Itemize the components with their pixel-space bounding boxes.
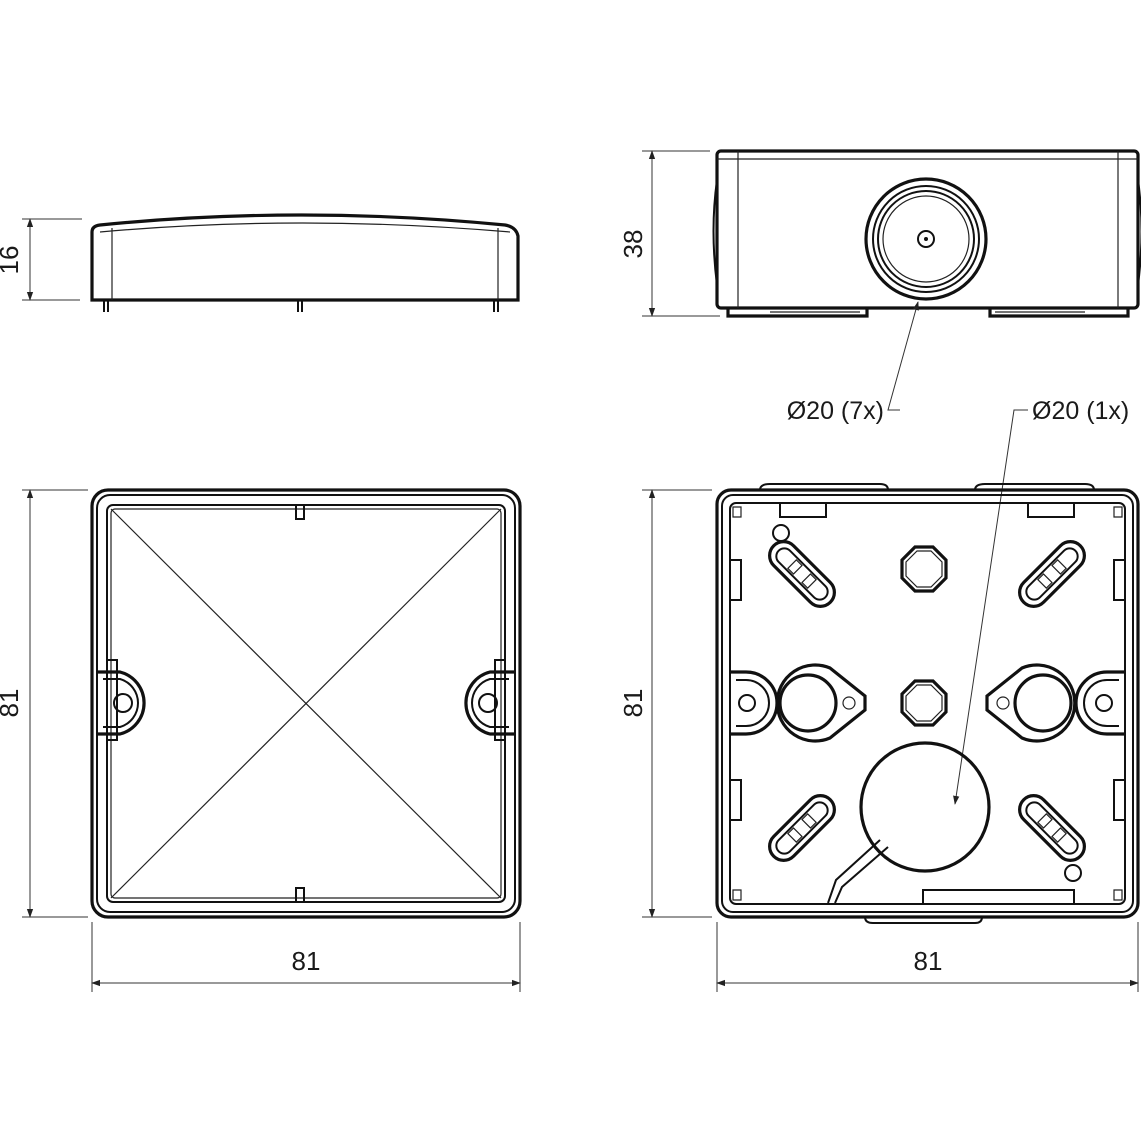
pin-hole-bottom-right (1064, 864, 1082, 882)
box-height-dimension: 38 (618, 150, 720, 317)
lid-depth-dimension: 81 (0, 489, 88, 918)
mounting-hole-left (775, 663, 867, 743)
lid-screw-boss-left (97, 670, 146, 736)
octagon-knockout-center (900, 679, 948, 727)
lid-height-label: 16 (0, 246, 24, 275)
pin-hole-top-left (772, 524, 790, 542)
box-width-label: 81 (914, 946, 943, 976)
mounting-hole-right (985, 663, 1077, 743)
box-height-label: 38 (618, 230, 648, 259)
box-width-dimension: 81 (716, 922, 1139, 992)
box-side-view (712, 149, 1141, 318)
lid-width-label: 81 (292, 946, 321, 976)
octagon-knockout-top (900, 545, 948, 593)
box-screw-boss-right (1074, 670, 1125, 736)
bottom-entry-knockout (827, 741, 991, 904)
knockout-side-entry (864, 177, 988, 301)
lid-top-view (90, 488, 522, 919)
box-screw-boss-left (730, 670, 779, 736)
cable-slot-top-right (1018, 540, 1086, 608)
box-depth-dimension: 81 (618, 489, 712, 918)
box-top-view (715, 483, 1140, 924)
callout-bottom-entry: Ø20 (1x) (953, 397, 1129, 805)
callout-side-entries: Ø20 (7x) (787, 301, 919, 425)
callout-bottom-entry-label: Ø20 (1x) (1032, 397, 1129, 425)
lid-height-dimension: 16 (0, 218, 82, 301)
lid-screw-boss-right (464, 670, 515, 736)
cable-slot-top-left (768, 540, 836, 608)
lid-depth-label: 81 (0, 689, 24, 718)
cable-slot-bottom-right (1018, 794, 1086, 862)
callout-side-entries-label: Ø20 (7x) (787, 397, 884, 425)
cable-slot-bottom-left (768, 794, 836, 862)
box-depth-label: 81 (618, 689, 648, 718)
lid-side-view (90, 213, 520, 312)
lid-width-dimension: 81 (91, 922, 521, 992)
